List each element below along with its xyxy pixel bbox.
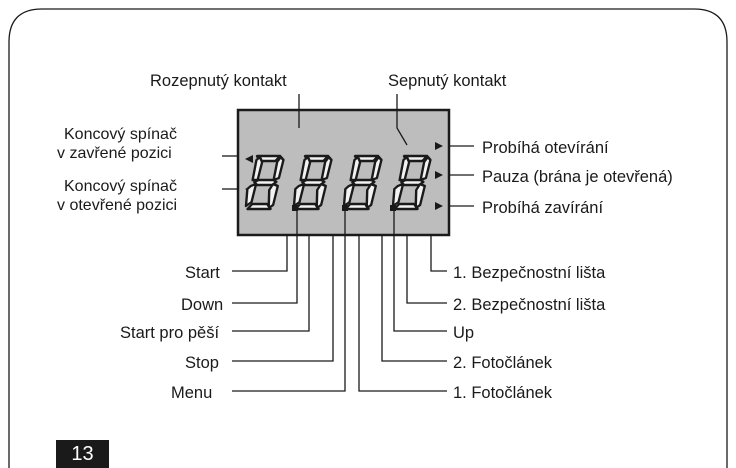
page-frame	[8, 8, 728, 468]
label-closed-contact: Sepnutý kontakt	[388, 72, 507, 90]
label-start: Start	[185, 264, 220, 282]
label-photocell-2: 2. Fotočlánek	[453, 354, 553, 372]
leader-stop	[232, 236, 334, 362]
label-open-contact: Rozepnutý kontakt	[150, 72, 287, 90]
label-opening: Probíhá otevírání	[482, 139, 609, 157]
decimal-point-2	[342, 205, 348, 211]
decimal-point-3	[390, 205, 396, 211]
leader-down	[232, 211, 298, 304]
label-pause: Pauza (brána je otevřená)	[482, 168, 673, 186]
label-limit-closed-line2: v zavřené pozici	[57, 145, 172, 162]
leader-safety-edge-1	[430, 236, 447, 272]
label-down: Down	[181, 296, 223, 314]
leader-start-pedestrian	[232, 236, 310, 332]
label-limit-closed-line1: Koncový spínač	[64, 126, 177, 143]
label-menu: Menu	[171, 384, 212, 402]
display-panel	[236, 108, 451, 237]
indicator-opening-icon	[435, 142, 443, 150]
label-start-pedestrian: Start pro pěší	[120, 324, 219, 342]
indicator-limit-closed-icon	[245, 155, 253, 163]
leader-start	[232, 236, 288, 272]
label-closing: Probíhá zavírání	[482, 199, 603, 217]
leader-safety-edge-2	[406, 236, 447, 304]
label-limit-open-line1: Koncový spínač	[64, 178, 177, 195]
label-stop: Stop	[185, 354, 219, 372]
leader-menu	[232, 211, 346, 392]
label-limit-open-line2: v otevřené pozici	[57, 197, 177, 214]
leader-up	[393, 211, 447, 332]
page-number: 13	[56, 440, 109, 468]
label-safety-edge-2: 2. Bezpečnostní lišta	[453, 296, 606, 314]
leader-photocell-2	[381, 236, 447, 362]
indicator-pause-icon	[435, 171, 443, 179]
leader-photocell-1	[358, 236, 447, 392]
leader-closed-contact	[396, 94, 408, 146]
label-safety-edge-1: 1. Bezpečnostní lišta	[453, 264, 606, 282]
label-photocell-1: 1. Fotočlánek	[453, 384, 553, 402]
indicator-closing-icon	[435, 202, 443, 210]
decimal-point-1	[292, 205, 298, 211]
label-up: Up	[453, 324, 474, 342]
